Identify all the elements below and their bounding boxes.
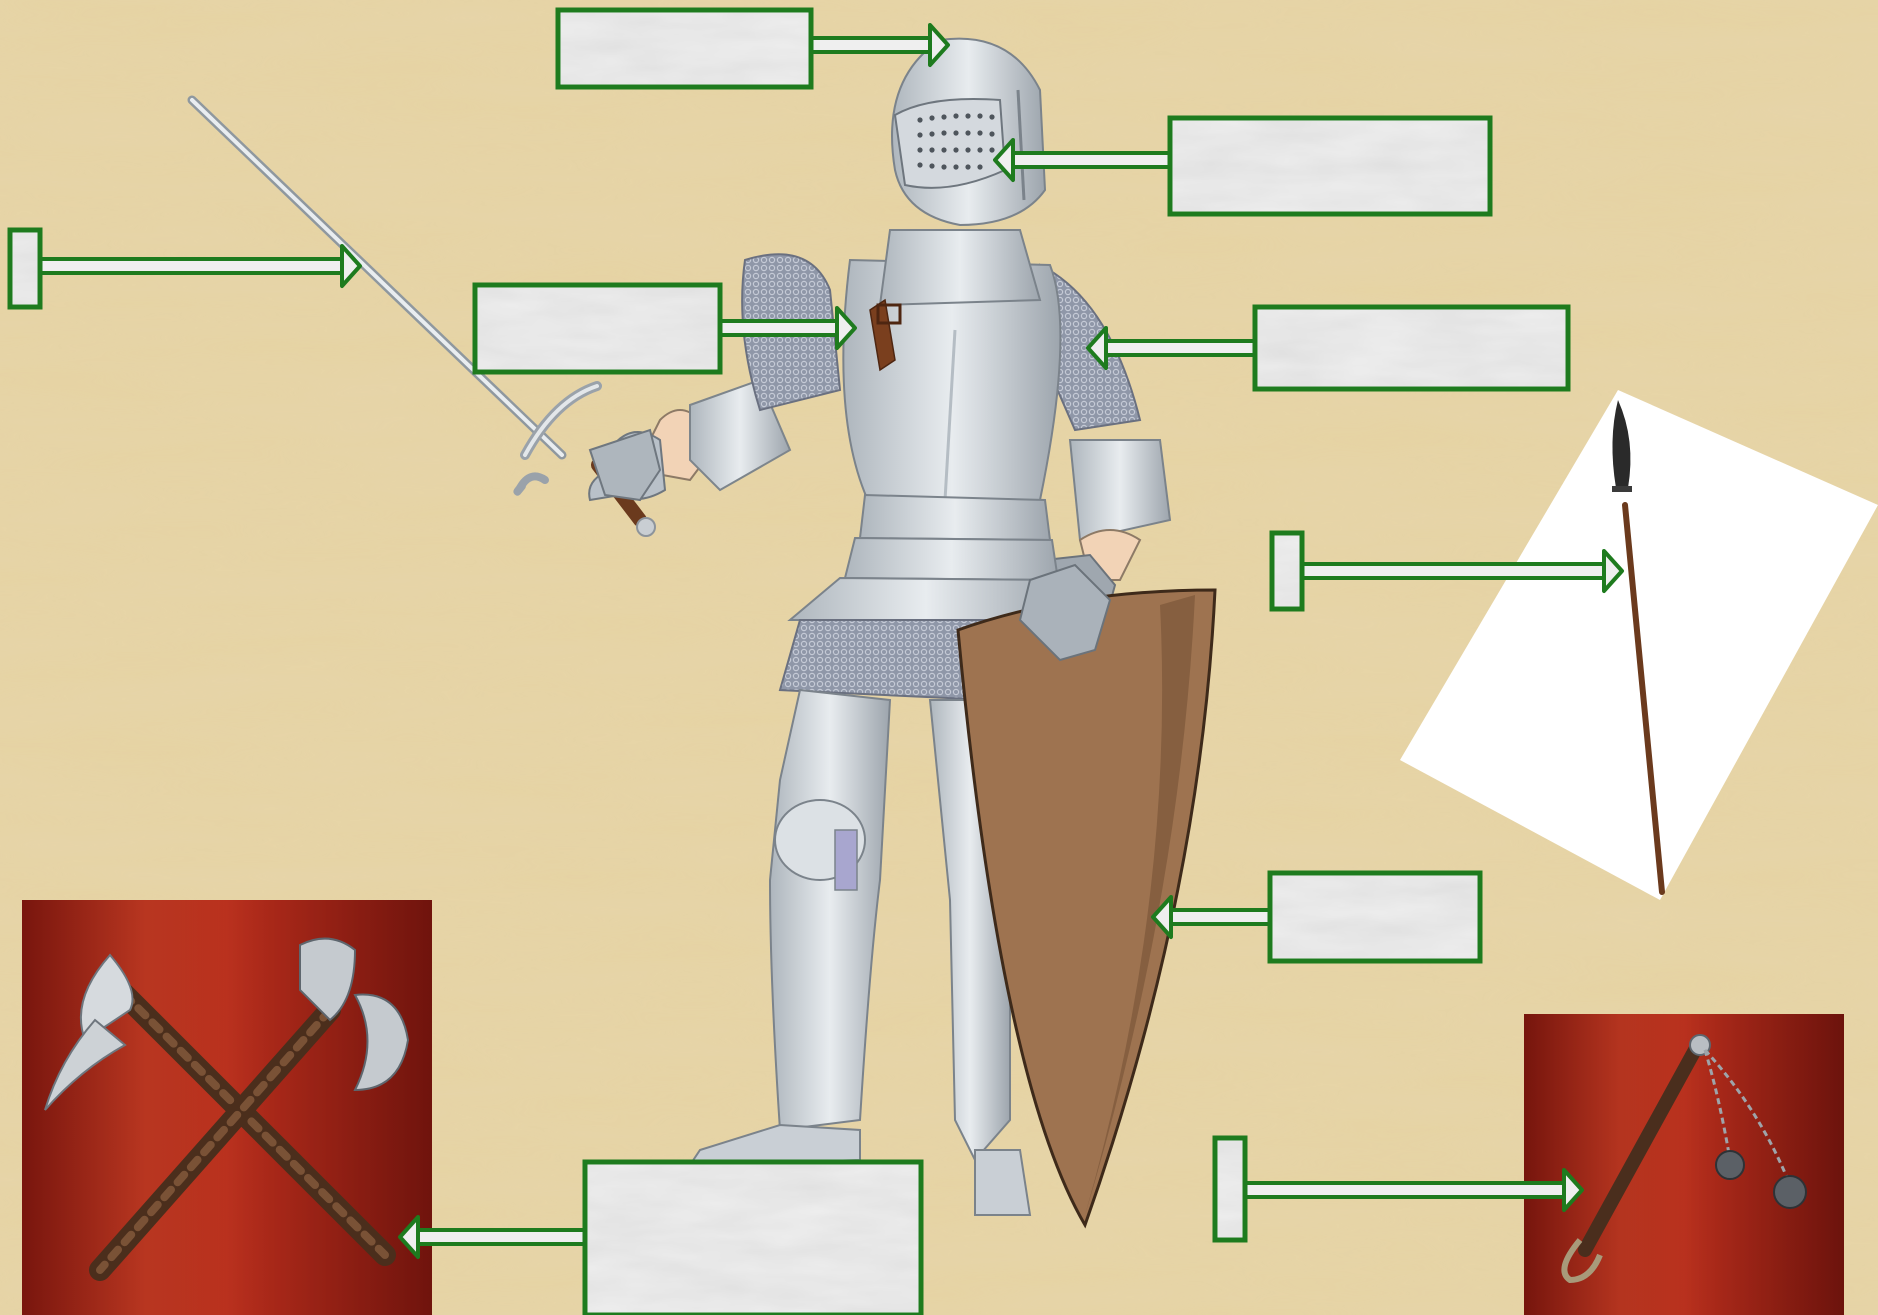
marble-texture [1258, 310, 1565, 386]
marble-texture [588, 1165, 918, 1312]
arrow-shaft [811, 38, 930, 52]
flail-picture [1524, 1014, 1844, 1315]
arrow-shaft [1106, 341, 1255, 355]
arrow-shaft [1171, 910, 1270, 924]
arrow-shaft [720, 321, 837, 335]
arrow-shaft [1245, 1183, 1564, 1197]
helmet-icon [892, 39, 1045, 225]
axes-picture [22, 900, 432, 1315]
marble-texture [561, 13, 808, 84]
marble-texture [1273, 876, 1477, 958]
arrow-shaft [1013, 153, 1170, 167]
arrow-shaft [418, 1230, 585, 1244]
arrow-shaft [40, 259, 342, 273]
marble-texture [1173, 121, 1487, 211]
marble-texture [478, 288, 717, 369]
arrow-shaft [1302, 564, 1604, 578]
marble-texture [1218, 1141, 1242, 1237]
marble-texture [13, 233, 37, 304]
marble-texture [1275, 536, 1299, 606]
